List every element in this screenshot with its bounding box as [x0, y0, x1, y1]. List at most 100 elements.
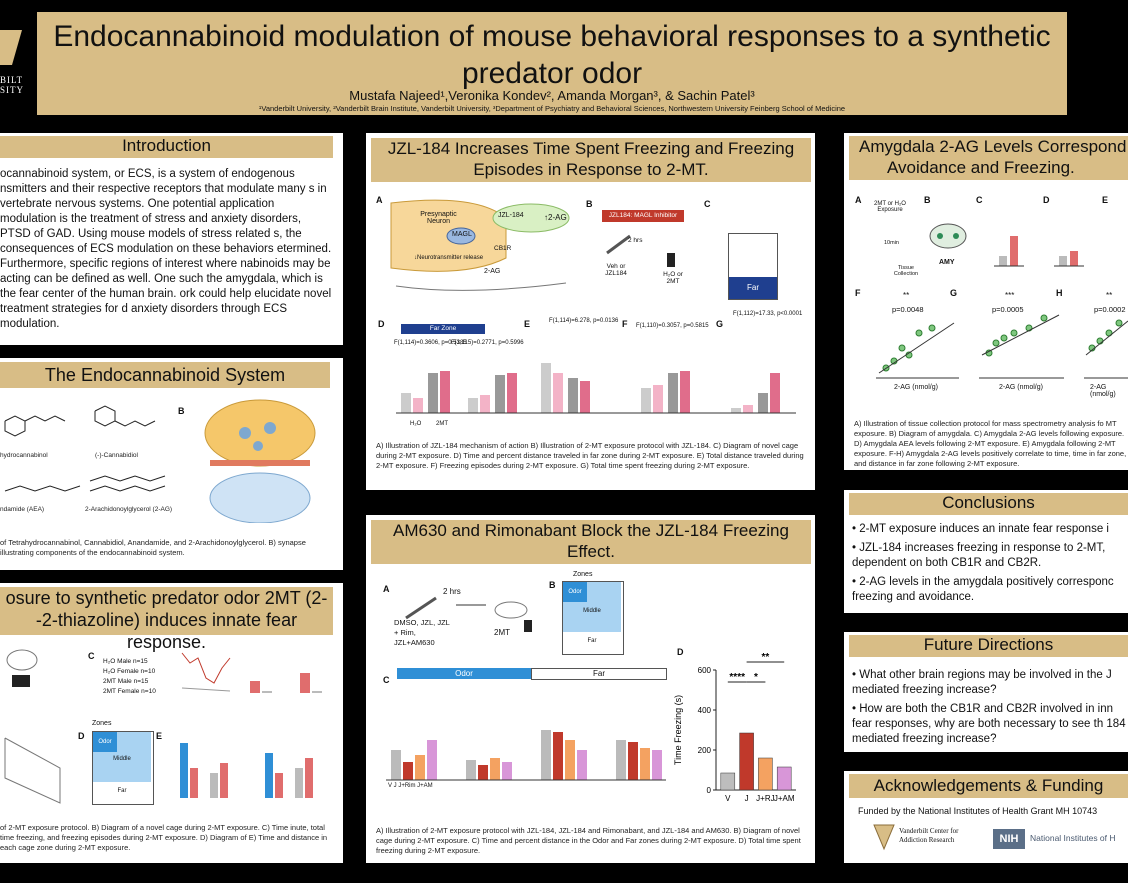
logo-line2: SITY — [0, 85, 24, 95]
university-logo: BILT SITY — [0, 20, 36, 120]
stat-e: F(1,114)=6.278, p=0.0136 — [549, 318, 619, 324]
bar — [776, 766, 792, 791]
nih-text: National Institutes of H — [1030, 833, 1116, 843]
am630-label-a: A — [383, 584, 390, 594]
amy-exposure: 2MT or H₂O Exposure — [874, 201, 906, 213]
x-tick-label: J+AM — [774, 794, 795, 803]
jzl-caption: A) Illustration of JZL-184 mechanism of … — [376, 441, 804, 470]
amygdala-caption: A) Illustration of tissue collection pro… — [854, 419, 1127, 468]
group-2mt: 2MT — [436, 421, 448, 427]
amy-g-stars: *** — [1005, 291, 1015, 300]
conclusion-1: • 2-MT exposure induces an innate fear r… — [852, 523, 1109, 535]
zone-odor: Odor — [93, 732, 117, 752]
amy-f-stars: ** — [903, 291, 910, 300]
am630-protocol-illustration — [405, 596, 532, 632]
far-distance-chart — [616, 740, 662, 780]
jzl-label-c: C — [704, 199, 711, 209]
am630-zones: Zones Odor Middle Far — [562, 571, 624, 655]
jzl-cage-diagram: Far — [728, 233, 778, 300]
mol-thc: hydrocannabinol — [0, 452, 48, 459]
amy-label-b: B — [924, 195, 931, 205]
amy-h-p: p=0.0002 — [1094, 305, 1126, 314]
chart-g — [731, 373, 780, 413]
significance-label: ** — [762, 652, 770, 663]
am630-2mt: 2MT — [494, 628, 510, 637]
legend-2mt-male: 2MT Male n=15 — [103, 678, 149, 685]
cb1r-label: CB1R — [494, 245, 512, 252]
future-1: • What other brain regions may be involv… — [852, 669, 1112, 696]
exposure-label-e: E — [156, 731, 163, 741]
zones-title: Zones — [92, 720, 112, 727]
am630-zone-middle: Middle — [583, 608, 601, 614]
far-zone-box: Far — [729, 277, 777, 299]
am630-label-d: D — [677, 647, 684, 657]
bar — [739, 732, 754, 791]
y-tick-label: 0 — [707, 786, 712, 795]
poster-title: Endocannabinoid modulation of mouse beha… — [53, 20, 1051, 90]
exposure-panel: osure to synthetic predator odor 2MT (2-… — [0, 583, 343, 863]
amy-tissue: Tissue Collection — [893, 265, 919, 277]
odor-zone-bar: Odor — [397, 668, 531, 679]
ecs-caption: of Tetrahydrocannabinol, Cannabidiol, An… — [0, 538, 306, 557]
significance-label: **** — [729, 672, 745, 683]
amy-label-g: G — [950, 288, 958, 298]
y-axis-label: Time Freezing (s) — [673, 695, 683, 765]
am630-caption: A) Illustration of 2-MT exposure protoco… — [376, 826, 801, 855]
stat-f: F(1,110)=0.3057, p=0.5815 — [636, 323, 709, 329]
am630-zone-odor: Odor — [563, 582, 587, 602]
future-heading: Future Directions — [849, 635, 1128, 657]
jzl-label-g: G — [716, 319, 724, 329]
am630-drugs: DMSO, JZL, JZL + Rim, JZL+AM630 — [394, 618, 450, 647]
legend-2mt-female: 2MT Female n=10 — [103, 688, 156, 695]
far-zone-bar-am: Far — [531, 668, 667, 680]
mol-2ag: 2-Arachidonoylglycerol (2-AG) — [85, 506, 173, 513]
amy-bar-charts — [994, 236, 1084, 267]
odor-time-chart — [391, 740, 437, 780]
bar — [720, 772, 736, 791]
mouse-exposure-illustration — [6, 649, 38, 687]
neuron-text: Presynaptic Neuron — [420, 211, 457, 225]
molecule-structures — [4, 405, 166, 492]
am630-zones-title: Zones — [573, 571, 593, 578]
authors: Mustafa Najeed¹,Veronika Kondev², Amanda… — [349, 88, 755, 103]
zones-diagram: Zones Odor Middle Far — [92, 720, 154, 805]
far-time-chart — [541, 730, 587, 780]
stat-d2: F(1,115)=0.2771, p=0.5996 — [451, 340, 524, 346]
amy-f-xlabel: 2-AG (nmol/g) — [894, 384, 938, 391]
magl-inhibitor-box: JZL184: MAGL Inhibitor — [602, 210, 684, 222]
zone-charts — [180, 743, 313, 798]
future-2: • How are both the CB1R and CB2R involve… — [852, 703, 1126, 745]
ag-up-label: ↑2-AG — [544, 213, 567, 222]
affiliations: ¹Vanderbilt University, ²Vanderbilt Brai… — [258, 104, 846, 113]
jzl-heading: JZL-184 Increases Time Spent Freezing an… — [371, 138, 811, 182]
mol-aea: ndamide (AEA) — [0, 506, 45, 513]
zone-middle: Middle — [113, 756, 131, 762]
exposure-label-c: C — [88, 651, 95, 661]
magl-label: MAGL — [452, 231, 472, 238]
amy-f-p: p=0.0048 — [892, 305, 924, 314]
vcar-line1: Vanderbilt Center for — [899, 827, 959, 835]
amy-h-stars: ** — [1106, 291, 1113, 300]
jzl-hrs: 2 hrs — [628, 237, 643, 244]
introduction-heading: Introduction — [0, 136, 333, 158]
introduction-panel: Introduction ocannabinoid system, or ECS… — [0, 133, 343, 345]
chart-d2 — [468, 373, 517, 413]
amy-g-p: p=0.0005 — [992, 305, 1024, 314]
ag-label: 2-AG — [484, 268, 501, 275]
logo-line1: BILT — [0, 75, 24, 85]
am630-small-x: V J J+Rim J+AM — [388, 783, 433, 789]
x-tick-label: J — [745, 794, 749, 803]
legend-h2o-male: H₂O Male n=15 — [103, 658, 148, 665]
stat-g: F(1,112)=17.33, p<0.0001 — [733, 311, 803, 317]
neurotransmitter-label: ↓Neurotransmitter release — [414, 255, 484, 261]
ack-heading: Acknowledgements & Funding — [849, 774, 1128, 798]
exposure-label-d: D — [78, 731, 85, 741]
ecs-label-b: B — [178, 406, 185, 416]
jzl-label-a: A — [376, 195, 383, 205]
am630-label-c: C — [383, 675, 390, 685]
jzl-label-e: E — [524, 319, 531, 329]
conclusions-panel: Conclusions • 2-MT exposure induces an i… — [844, 490, 1128, 613]
